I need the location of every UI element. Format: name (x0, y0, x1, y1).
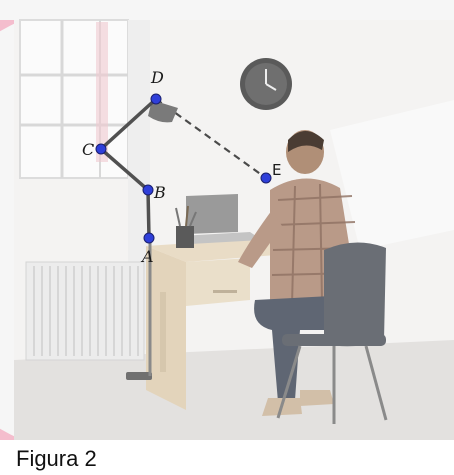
wall-clock (240, 58, 292, 110)
lamp-shade (148, 100, 178, 123)
light-beam (330, 100, 454, 250)
point-A-label: A (140, 247, 154, 266)
point-B (142, 184, 154, 196)
pen-cup (175, 205, 197, 248)
office-chair (276, 242, 388, 424)
seated-person (238, 130, 358, 416)
point-A (143, 232, 155, 244)
point-D-label: D (150, 68, 164, 87)
radiator (25, 261, 145, 361)
segment-DE (155, 98, 267, 179)
point-E-label: E (272, 161, 281, 179)
segment-AB (146, 189, 151, 239)
segment-BC (99, 147, 150, 192)
point-C-label: C (82, 140, 94, 159)
window (19, 19, 129, 179)
figure-caption: Figura 2 (16, 446, 97, 471)
point-D (150, 93, 162, 105)
room-floor (14, 340, 454, 440)
segment-CD (99, 97, 158, 151)
point-C (95, 143, 107, 155)
point-E (260, 172, 272, 184)
laptop (180, 194, 262, 244)
lamp-base (126, 372, 152, 380)
point-B-label: B (153, 183, 166, 202)
